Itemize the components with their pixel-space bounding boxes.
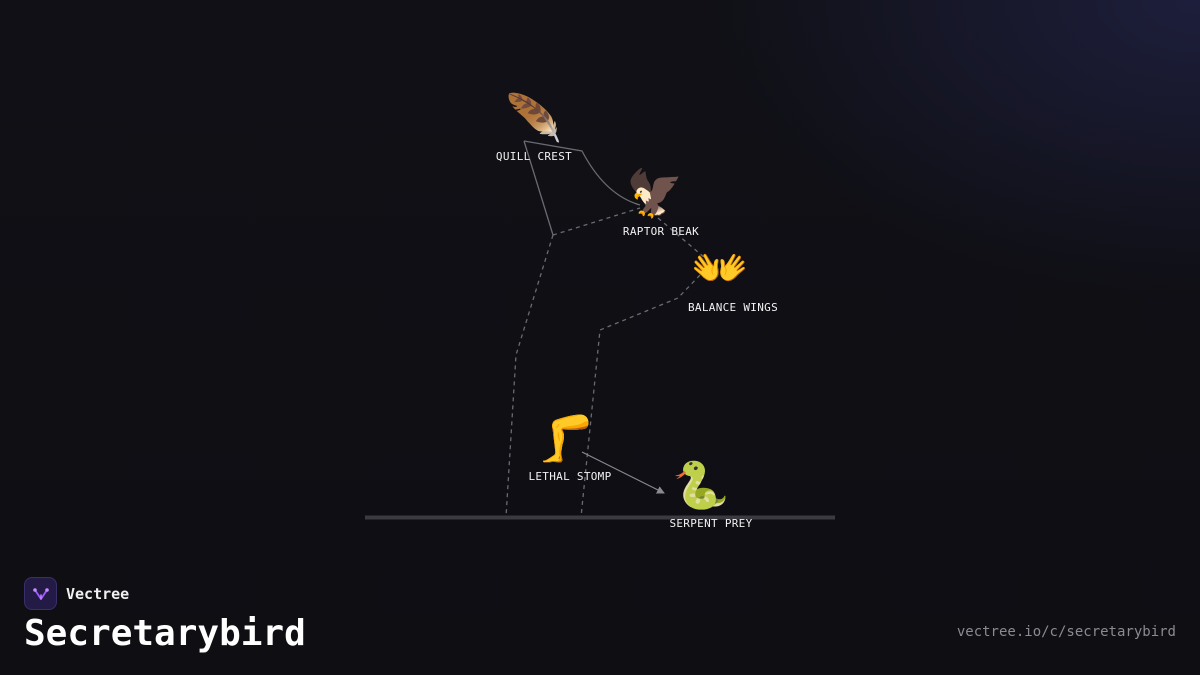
back-to-wing-dashed xyxy=(657,217,706,259)
node-label: LETHAL STOMP xyxy=(528,470,611,483)
stomp-arrow xyxy=(581,451,665,494)
brand[interactable]: Vectree xyxy=(24,577,129,610)
open-hands-icon: 👐 xyxy=(691,241,748,295)
node-label: BALANCE WINGS xyxy=(688,301,778,314)
wing-to-tail-dashed xyxy=(580,274,701,518)
node-balance-wings: 👐 BALANCE WINGS xyxy=(688,241,778,314)
head-outline xyxy=(523,140,641,206)
vectree-logo-icon xyxy=(24,577,57,610)
body-back-dashed xyxy=(552,207,641,236)
page-title: Secretarybird xyxy=(24,613,306,654)
feather-icon: 🪶 xyxy=(505,90,562,145)
node-raptor-beak: 🦅 RAPTOR BEAK xyxy=(623,165,699,238)
snake-icon: 🐍 xyxy=(672,458,729,512)
node-label: RAPTOR BEAK xyxy=(623,225,699,238)
neck-front-line xyxy=(523,140,554,236)
page-url[interactable]: vectree.io/c/secretarybird xyxy=(956,624,1176,640)
leg-icon: 🦵 xyxy=(537,411,594,465)
node-label: QUILL CREST xyxy=(496,150,572,163)
node-label: SERPENT PREY xyxy=(669,517,752,530)
node-lethal-stomp: 🦵 LETHAL STOMP xyxy=(528,411,611,483)
brand-name: Vectree xyxy=(66,584,130,603)
node-quill-crest: 🪶 QUILL CREST xyxy=(496,90,572,163)
chest-to-leg-dashed xyxy=(505,234,554,518)
node-serpent-prey: 🐍 SERPENT PREY xyxy=(669,458,752,530)
eagle-icon: 🦅 xyxy=(626,165,683,220)
